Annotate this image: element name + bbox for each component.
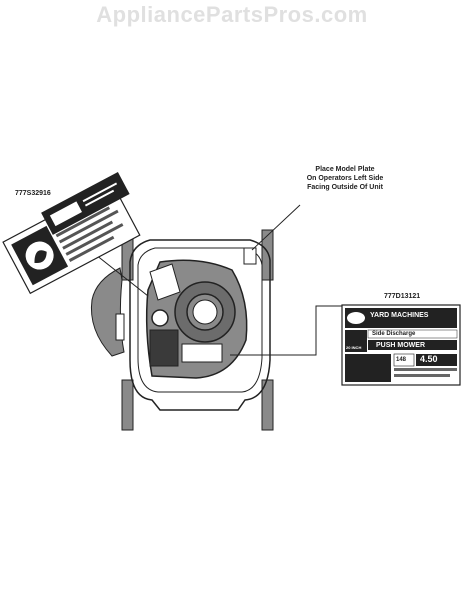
engine-center [192, 299, 218, 325]
placement-note: Place Model Plate On Operators Left Side… [290, 165, 400, 192]
handle-bracket [149, 263, 181, 301]
leader-line-right [230, 305, 342, 356]
deck-inner-edge [137, 247, 263, 393]
engine-label [181, 343, 223, 363]
model-plate [243, 247, 257, 265]
decal-cc: 148 [396, 357, 407, 363]
wheel-rear-left [121, 379, 134, 431]
part-number-decal-right[interactable]: 777D13121 [384, 293, 421, 300]
watermark: AppliancePartsPros.com [96, 2, 368, 27]
decal-size: 20 INCH [346, 345, 362, 350]
note-line-3: Facing Outside Of Unit [307, 184, 383, 191]
mower-deck [129, 239, 271, 411]
decal-right [341, 304, 461, 386]
decal-brand: YARD MACHINES [370, 312, 429, 319]
fuel-cap [151, 309, 169, 327]
wheel-front-right [261, 229, 274, 281]
chute-bracket [115, 313, 125, 341]
engine-block [149, 329, 179, 367]
decal-hp: 4.50 [420, 354, 438, 364]
note-line-2: On Operators Left Side [306, 175, 384, 182]
note-line-1: Place Model Plate [315, 166, 375, 173]
part-number-decal-left[interactable]: 777S32916 [15, 190, 51, 197]
decal-left-strip [41, 171, 130, 235]
decal-sub: Side Discharge [372, 331, 416, 337]
leader-line-note [251, 204, 301, 251]
discharge-chute [90, 267, 125, 357]
decal-product: PUSH MOWER [376, 342, 425, 349]
decal-left [2, 183, 141, 295]
